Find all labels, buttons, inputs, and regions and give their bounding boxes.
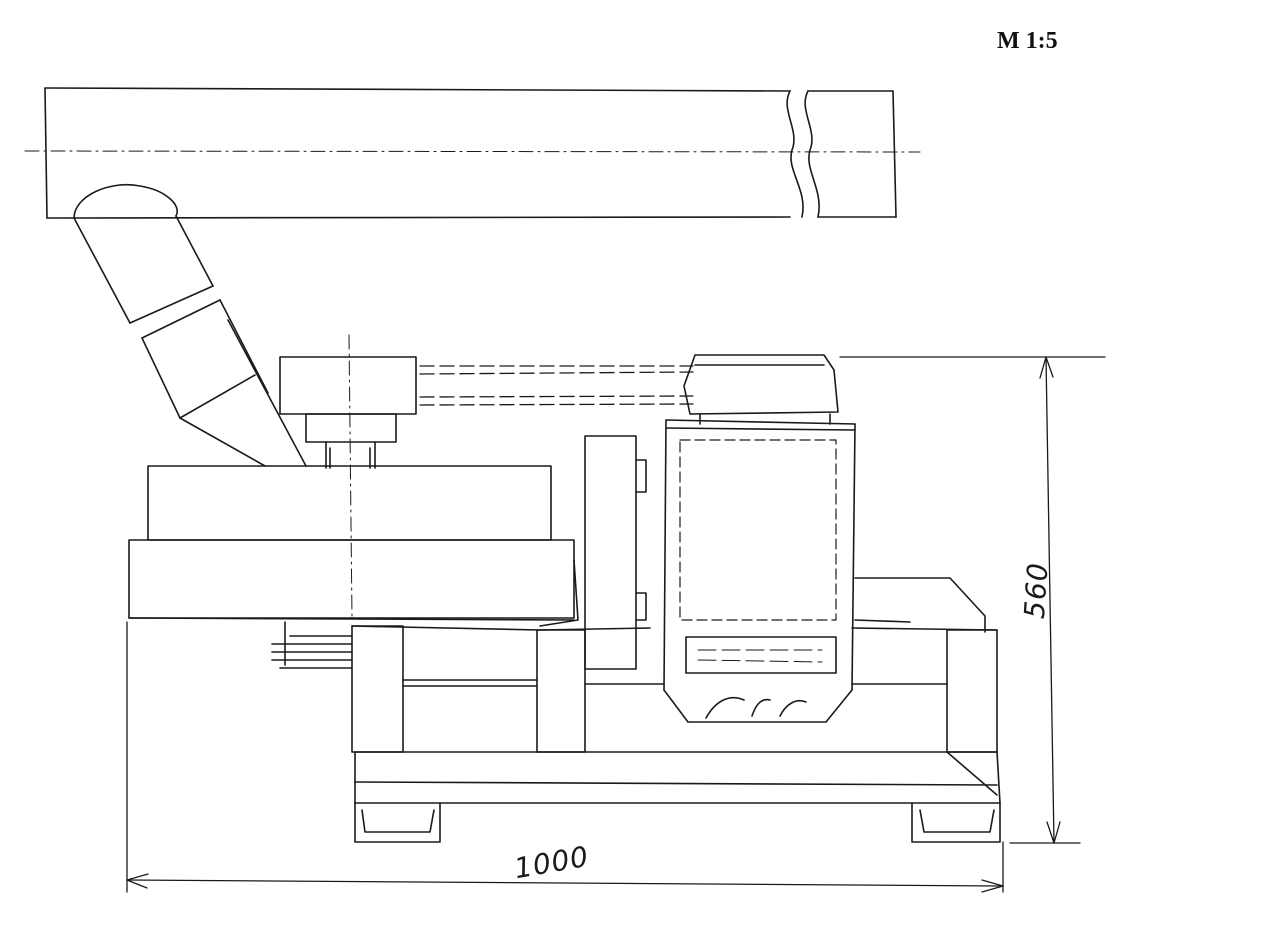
center-plate <box>540 436 646 669</box>
dimension-width <box>127 622 1003 892</box>
grinding-head <box>129 466 574 620</box>
dimension-height <box>840 357 1105 843</box>
duct-centerline <box>25 151 920 152</box>
base-feet <box>355 803 1000 842</box>
suction-hose <box>74 185 306 466</box>
height-dimension-label: 560 <box>1017 561 1055 620</box>
motor-centerline <box>349 335 352 618</box>
scale-label: M 1:5 <box>997 28 1058 54</box>
base-frame <box>352 626 1000 803</box>
overhead-duct <box>45 88 896 218</box>
right-housing <box>664 420 855 722</box>
upper-motor <box>280 357 416 468</box>
hose-connectors <box>272 622 352 668</box>
side-box <box>855 578 985 632</box>
belt-drive <box>420 366 693 405</box>
right-motor-top <box>684 355 838 424</box>
